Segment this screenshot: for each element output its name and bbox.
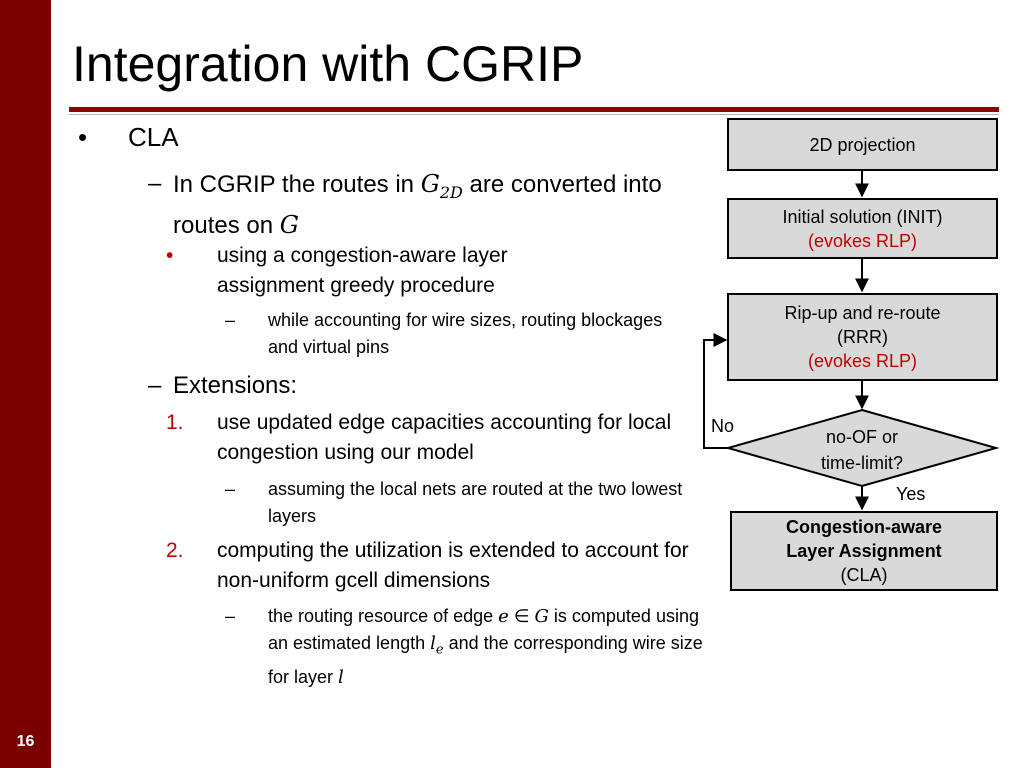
title-divider xyxy=(69,107,999,112)
dash-marker: – xyxy=(225,310,236,330)
text-greedy-procedure: using a congestion-aware layer assignmen… xyxy=(217,244,508,297)
dash-marker: – xyxy=(148,170,162,197)
dash-marker: – xyxy=(225,606,236,626)
text-routing-resource: the routing resource of edge e ∈ G is co… xyxy=(268,606,703,688)
box-rip-up-reroute: Rip-up and re-route (RRR) (evokes RLP) xyxy=(727,293,998,381)
decision-label: no-OF or time-limit? xyxy=(820,427,903,473)
math-g2d: G2D xyxy=(420,170,463,202)
text-edge-capacities: use updated edge capacities accounting f… xyxy=(217,411,672,464)
bullet-marker: • xyxy=(78,122,88,152)
math-e: e xyxy=(498,606,509,627)
math-g: G xyxy=(534,606,549,627)
dash-marker: – xyxy=(225,479,236,499)
number-marker-2: 2. xyxy=(166,539,184,562)
text-wire-sizes: while accounting for wire sizes, routing… xyxy=(268,310,663,357)
text-utilization: computing the utilization is extended to… xyxy=(217,539,689,592)
box-2d-projection: 2D projection xyxy=(727,118,998,171)
text-extensions: Extensions: xyxy=(173,372,298,399)
bullet-cla: CLA xyxy=(128,122,179,152)
box-initial-solution: Initial solution (INIT) (evokes RLP) xyxy=(727,198,998,259)
label-yes: Yes xyxy=(896,484,926,504)
math-g: G xyxy=(279,210,299,239)
label-no: No xyxy=(711,416,735,436)
slide-title: Integration with CGRIP xyxy=(72,36,584,92)
sub-bullet-marker: • xyxy=(166,244,174,267)
title-divider-shadow xyxy=(69,114,999,115)
text-cgrip-routes: In CGRIP the routes in G2D are converted… xyxy=(173,170,662,239)
number-marker-1: 1. xyxy=(166,411,184,434)
math-l: l xyxy=(338,666,344,688)
box-cla: Congestion-aware Layer Assignment (CLA) xyxy=(730,511,998,591)
arrow-no-loop xyxy=(703,333,728,449)
sidebar-bar xyxy=(0,0,51,768)
page-number: 16 xyxy=(16,733,35,750)
math-le: le xyxy=(430,633,444,658)
text-local-nets: assuming the local nets are routed at th… xyxy=(268,479,683,526)
dash-marker: – xyxy=(148,372,162,399)
